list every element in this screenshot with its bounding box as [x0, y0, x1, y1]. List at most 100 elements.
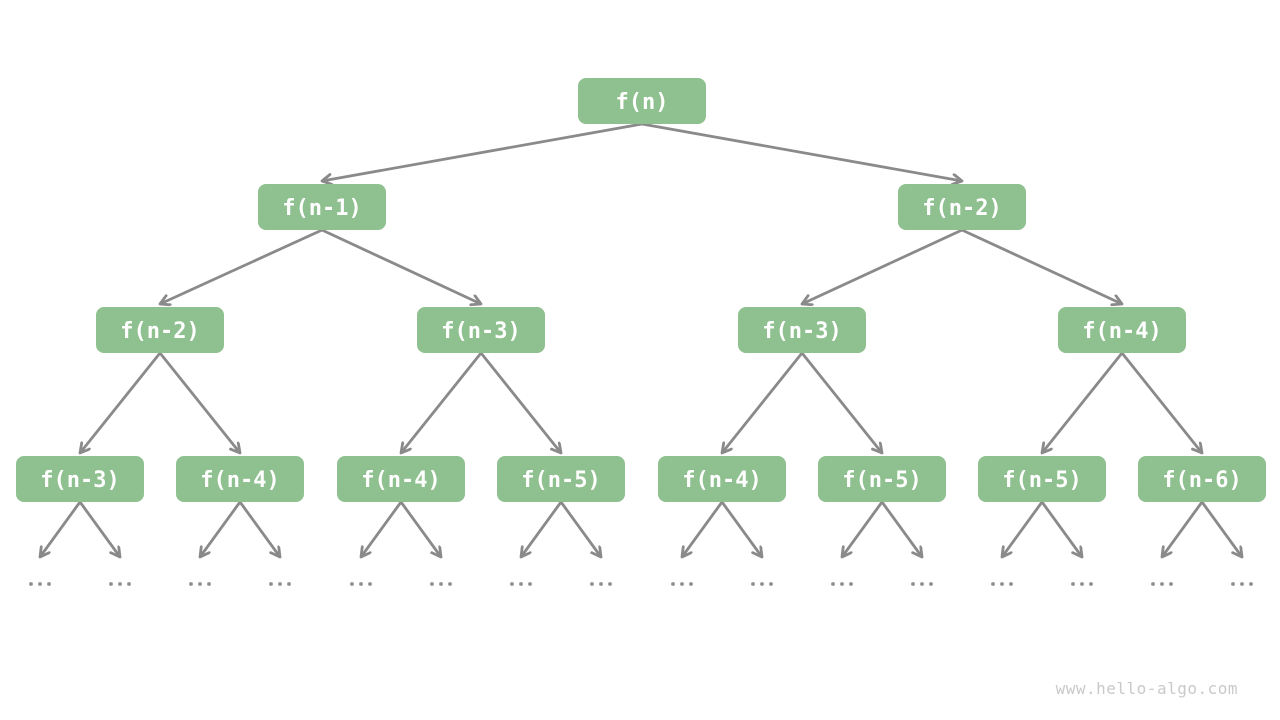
edges-layer [80, 122, 1202, 453]
ellipsis-dot [1071, 582, 1075, 586]
edge-arrow [322, 122, 643, 181]
tree-node: f(n-3) [16, 456, 144, 502]
tree-node-label: f(n-3) [762, 319, 841, 344]
leaf-edge-arrow [238, 501, 280, 557]
tree-node: f(n-5) [978, 456, 1106, 502]
ellipsis-leaf [1071, 582, 1093, 586]
ellipsis-dot [198, 582, 202, 586]
leaf-edge-arrow [40, 501, 82, 557]
ellipsis-dot [1000, 582, 1004, 586]
ellipsis-dot [47, 582, 51, 586]
ellipsis-dot [1169, 582, 1173, 586]
ellipsis-dot [207, 582, 211, 586]
edge-arrow [961, 228, 1122, 304]
ellipsis-dot [831, 582, 835, 586]
leaf-edge-arrow [1200, 501, 1242, 557]
ellipsis-dot [760, 582, 764, 586]
ellipsis-dot [608, 582, 612, 586]
tree-node-box [176, 456, 304, 502]
ellipsis-dot [519, 582, 523, 586]
tree-node-box [658, 456, 786, 502]
tree-node: f(n-6) [1138, 456, 1266, 502]
ellipsis-dot [430, 582, 434, 586]
edge-arrow [80, 352, 162, 453]
ellipsis-dot [920, 582, 924, 586]
ellipsis-dot [991, 582, 995, 586]
tree-node-box [978, 456, 1106, 502]
ellipsis-dot [510, 582, 514, 586]
leaf-edge-arrow [521, 501, 563, 557]
ellipsis-dot [127, 582, 131, 586]
leaves-layer [29, 501, 1253, 586]
tree-node-box [1138, 456, 1266, 502]
tree-node-box [898, 184, 1026, 230]
tree-node-label: f(n) [616, 90, 669, 115]
leaf-edge-arrow [399, 501, 441, 557]
ellipsis-dot [671, 582, 675, 586]
leaf-edge-arrow [682, 501, 724, 557]
ellipsis-leaf [671, 582, 693, 586]
leaf-edge-arrow [720, 501, 762, 557]
edge-arrow [479, 352, 561, 453]
ellipsis-dot [1160, 582, 1164, 586]
edge-arrow [321, 228, 481, 304]
tree-node-label: f(n-5) [1002, 468, 1081, 493]
tree-node-box [497, 456, 625, 502]
ellipsis-dot [849, 582, 853, 586]
ellipsis-leaf [1231, 582, 1253, 586]
ellipsis-dot [1089, 582, 1093, 586]
ellipsis-dot [689, 582, 693, 586]
tree-node: f(n-5) [818, 456, 946, 502]
ellipsis-leaf [911, 582, 933, 586]
tree-node: f(n-2) [898, 184, 1026, 230]
ellipsis-leaf [590, 582, 612, 586]
ellipsis-dot [1080, 582, 1084, 586]
tree-node-label: f(n-2) [120, 319, 199, 344]
leaf-edge-arrow [559, 501, 601, 557]
tree-node-box [417, 307, 545, 353]
ellipsis-dot [1231, 582, 1235, 586]
edge-arrow [1120, 352, 1202, 453]
ellipsis-dot [278, 582, 282, 586]
edge-arrow [401, 352, 483, 453]
edge-arrow [800, 352, 882, 453]
tree-node: f(n-4) [1058, 307, 1186, 353]
tree-node: f(n) [578, 78, 706, 124]
ellipsis-dot [38, 582, 42, 586]
ellipsis-dot [439, 582, 443, 586]
leaf-edge-arrow [200, 501, 242, 557]
ellipsis-dot [350, 582, 354, 586]
tree-node-label: f(n-4) [200, 468, 279, 493]
leaf-edge-arrow [842, 501, 884, 557]
tree-node: f(n-3) [417, 307, 545, 353]
tree-node-label: f(n-4) [682, 468, 761, 493]
leaf-edge-arrow [1040, 501, 1082, 557]
tree-node-box [738, 307, 866, 353]
ellipsis-dot [448, 582, 452, 586]
tree-node: f(n-2) [96, 307, 224, 353]
ellipsis-leaf [269, 582, 291, 586]
ellipsis-dot [269, 582, 273, 586]
ellipsis-dot [1151, 582, 1155, 586]
ellipsis-leaf [189, 582, 211, 586]
tree-node-label: f(n-4) [361, 468, 440, 493]
tree-node-box [16, 456, 144, 502]
ellipsis-leaf [430, 582, 452, 586]
ellipsis-dot [359, 582, 363, 586]
tree-node-box [258, 184, 386, 230]
tree-node-label: f(n-4) [1082, 319, 1161, 344]
ellipsis-dot [1240, 582, 1244, 586]
edge-arrow [802, 228, 963, 304]
tree-node-label: f(n-3) [40, 468, 119, 493]
nodes-layer: f(n)f(n-1)f(n-2)f(n-2)f(n-3)f(n-3)f(n-4)… [16, 78, 1266, 502]
tree-node-label: f(n-2) [922, 196, 1001, 221]
tree-node-label: f(n-5) [521, 468, 600, 493]
ellipsis-dot [29, 582, 33, 586]
ellipsis-dot [189, 582, 193, 586]
leaf-edge-arrow [361, 501, 403, 557]
tree-node: f(n-3) [738, 307, 866, 353]
leaf-edge-arrow [1162, 501, 1204, 557]
ellipsis-dot [599, 582, 603, 586]
